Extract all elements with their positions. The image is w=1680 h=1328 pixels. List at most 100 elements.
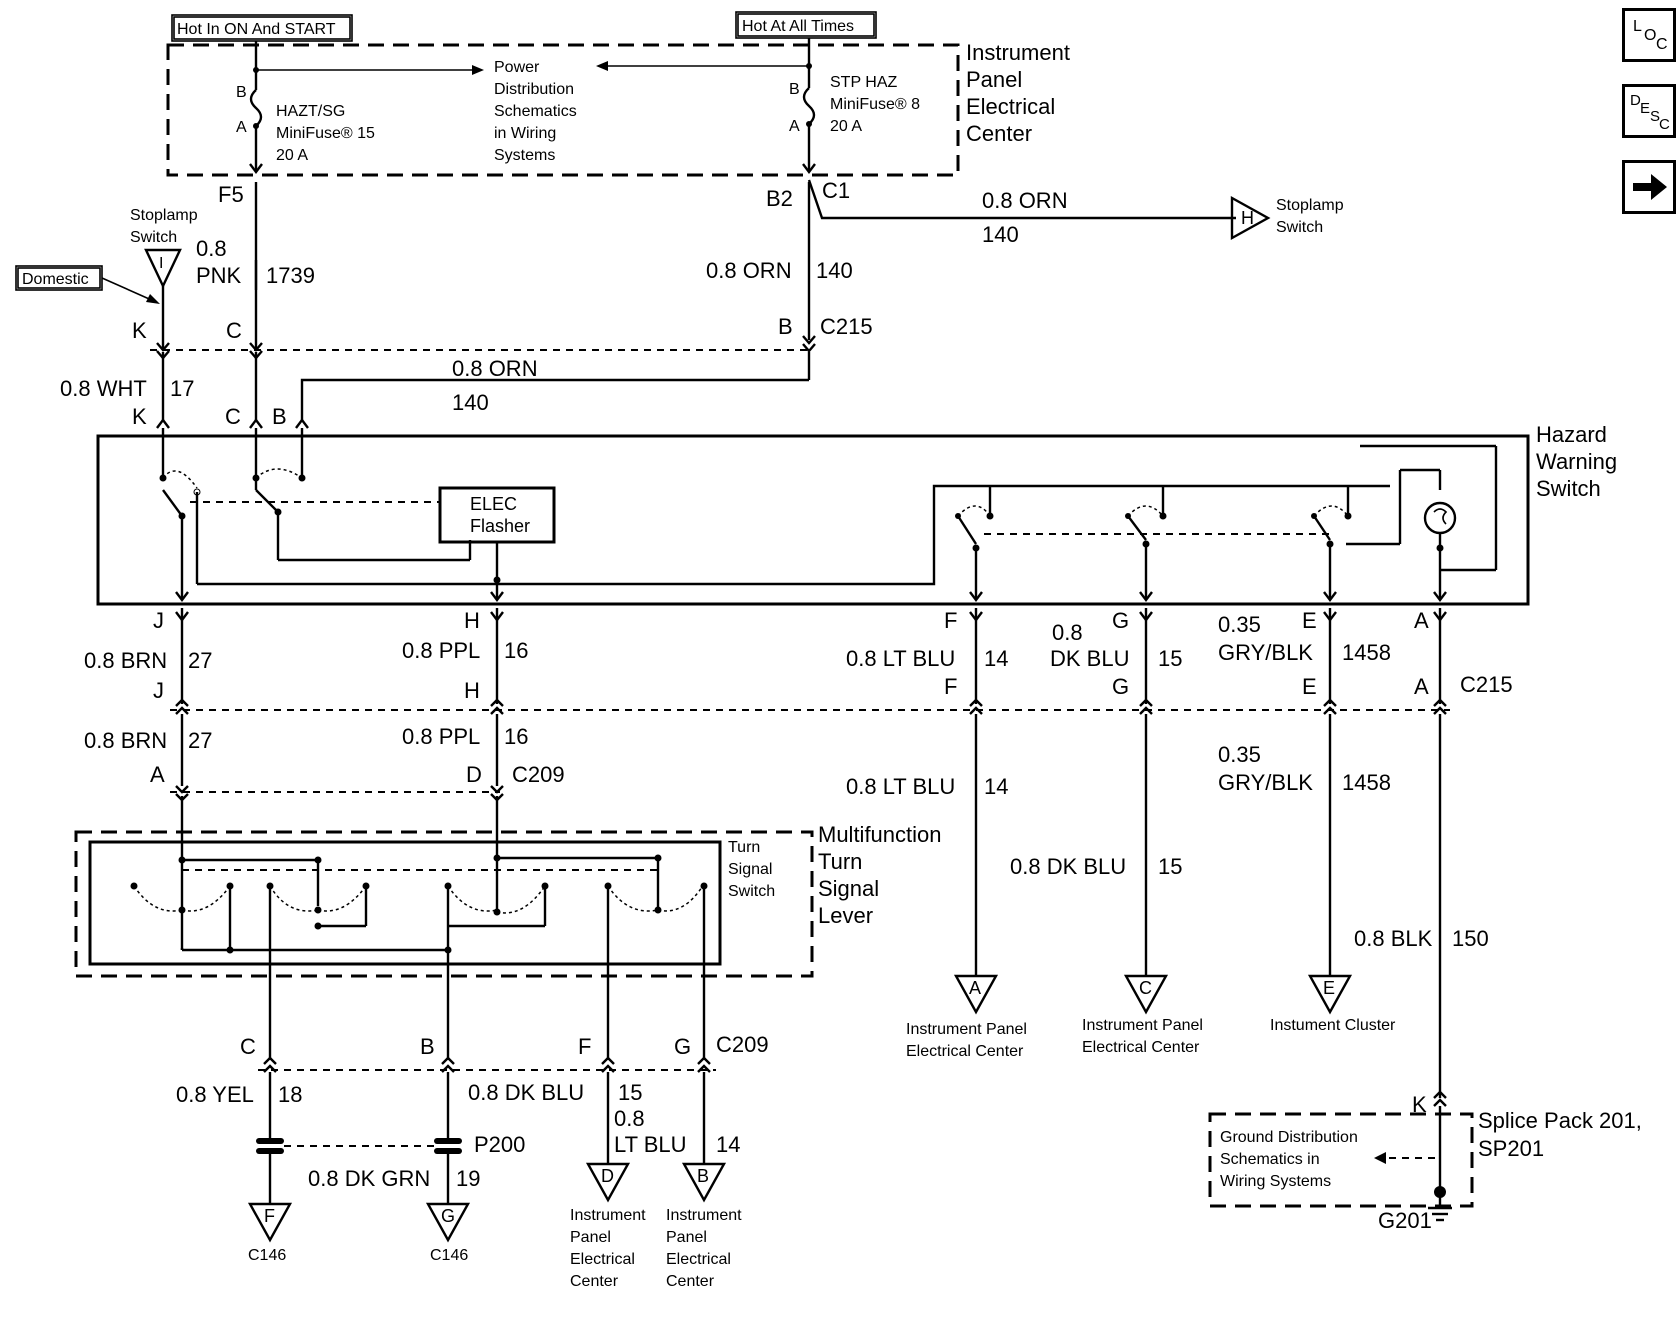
svg-text:Switch: Switch xyxy=(728,883,775,900)
pin-c1: C1 xyxy=(822,178,850,203)
svg-text:G: G xyxy=(441,1206,455,1226)
svg-text:Systems: Systems xyxy=(494,147,555,164)
svg-text:C209: C209 xyxy=(512,762,565,787)
svg-text:Splice Pack 201,: Splice Pack 201, xyxy=(1478,1108,1642,1133)
svg-text:0.8 LT BLU: 0.8 LT BLU xyxy=(846,646,955,671)
svg-text:MiniFuse® 15: MiniFuse® 15 xyxy=(276,125,375,142)
svg-text:0.8 BLK: 0.8 BLK xyxy=(1354,926,1433,951)
hazard-switch-title: Hazard Warning Switch xyxy=(1536,422,1617,501)
svg-text:Electrical: Electrical xyxy=(570,1251,635,1268)
svg-text:Turn: Turn xyxy=(818,849,862,874)
pin-f5: F5 xyxy=(218,182,244,207)
connector-p200 xyxy=(256,1138,462,1154)
svg-text:Switch: Switch xyxy=(1276,219,1323,236)
desc-button[interactable]: D E S C xyxy=(1622,84,1676,138)
svg-text:Switch: Switch xyxy=(130,229,177,246)
turn-signal-internal xyxy=(130,848,708,1060)
svg-text:150: 150 xyxy=(1452,926,1489,951)
svg-text:I: I xyxy=(159,255,163,272)
svg-text:Center: Center xyxy=(966,121,1032,146)
svg-text:0.8 YEL: 0.8 YEL xyxy=(176,1082,254,1107)
svg-text:Electrical Center: Electrical Center xyxy=(906,1043,1024,1060)
svg-text:1458: 1458 xyxy=(1342,770,1391,795)
svg-text:G: G xyxy=(1112,608,1129,633)
ipec-title: Instrument Panel Electrical Center xyxy=(966,40,1070,146)
svg-text:0.8 ORN: 0.8 ORN xyxy=(982,188,1068,213)
svg-text:Domestic: Domestic xyxy=(22,271,89,288)
svg-text:140: 140 xyxy=(452,390,489,415)
svg-text:15: 15 xyxy=(1158,646,1182,671)
svg-text:1458: 1458 xyxy=(1342,640,1391,665)
svg-text:Signal: Signal xyxy=(818,876,879,901)
svg-text:O: O xyxy=(1644,27,1656,44)
svg-text:B: B xyxy=(778,314,793,339)
svg-text:DK BLU: DK BLU xyxy=(1050,646,1129,671)
svg-text:17: 17 xyxy=(170,376,194,401)
tag-hot-run-start: Hot In ON And START xyxy=(171,14,353,42)
svg-text:in Wiring: in Wiring xyxy=(494,125,556,142)
svg-text:0.8: 0.8 xyxy=(614,1106,645,1131)
fuse-stp-haz: B A STP HAZ MiniFuse® 8 20 A xyxy=(789,38,920,174)
loc-icon: L O C xyxy=(1633,18,1668,53)
svg-text:B: B xyxy=(789,81,800,98)
svg-text:Switch: Switch xyxy=(1536,476,1601,501)
svg-text:Panel: Panel xyxy=(666,1229,707,1246)
svg-text:C: C xyxy=(240,1034,256,1059)
svg-text:A: A xyxy=(1414,608,1429,633)
svg-text:A: A xyxy=(236,119,247,136)
svg-text:140: 140 xyxy=(816,258,853,283)
svg-text:G: G xyxy=(1112,674,1129,699)
svg-text:Hot In ON And START: Hot In ON And START xyxy=(177,21,336,38)
svg-text:Signal: Signal xyxy=(728,861,772,878)
svg-text:Distribution: Distribution xyxy=(494,81,574,98)
svg-text:Stoplamp: Stoplamp xyxy=(1276,197,1344,214)
svg-text:SP201: SP201 xyxy=(1478,1136,1544,1161)
svg-text:27: 27 xyxy=(188,648,212,673)
svg-text:14: 14 xyxy=(984,774,1008,799)
svg-text:Ground Distribution: Ground Distribution xyxy=(1220,1129,1358,1146)
loc-button[interactable]: L O C xyxy=(1622,8,1676,62)
svg-text:0.8 DK BLU: 0.8 DK BLU xyxy=(468,1080,584,1105)
svg-text:0.8: 0.8 xyxy=(196,236,227,261)
svg-text:F: F xyxy=(578,1034,591,1059)
svg-text:P200: P200 xyxy=(474,1132,525,1157)
svg-text:Center: Center xyxy=(570,1273,619,1290)
svg-text:0.8 ORN: 0.8 ORN xyxy=(452,356,538,381)
svg-text:Hazard: Hazard xyxy=(1536,422,1607,447)
svg-text:Warning: Warning xyxy=(1536,449,1617,474)
ipec-fuse-box xyxy=(166,43,960,177)
dest-ipec-b: B Instrument Panel Electrical Center xyxy=(666,1162,742,1290)
svg-text:0.8 DK BLU: 0.8 DK BLU xyxy=(1010,854,1126,879)
svg-text:Panel: Panel xyxy=(966,67,1022,92)
lower-wire-labels: C B F G C209 0.8 YEL 18 0.8 DK BLU 15 0.… xyxy=(176,1032,769,1191)
svg-text:Instument Cluster: Instument Cluster xyxy=(1270,1017,1396,1034)
svg-text:D: D xyxy=(1630,92,1641,109)
turn-signal-switch-label: Turn Signal Switch xyxy=(728,839,775,900)
multifunction-title: Multifunction Turn Signal Lever xyxy=(818,822,942,928)
svg-text:F: F xyxy=(944,608,957,633)
svg-text:14: 14 xyxy=(984,646,1008,671)
svg-text:0.8 DK GRN: 0.8 DK GRN xyxy=(308,1166,430,1191)
svg-text:Instrument Panel: Instrument Panel xyxy=(1082,1017,1203,1034)
svg-text:Schematics in: Schematics in xyxy=(1220,1151,1320,1168)
svg-text:B: B xyxy=(697,1166,709,1186)
svg-text:C209: C209 xyxy=(716,1032,769,1057)
svg-text:140: 140 xyxy=(982,222,1019,247)
svg-text:19: 19 xyxy=(456,1166,480,1191)
svg-text:0.8 LT BLU: 0.8 LT BLU xyxy=(846,774,955,799)
svg-text:Instrument: Instrument xyxy=(570,1207,646,1224)
dest-ipec-c: C Instrument Panel Electrical Center xyxy=(1082,974,1203,1056)
mid-wire-labels: J H F G E A 0.8 BRN 27 0.8 PPL 16 0.8 LT… xyxy=(84,608,1513,951)
svg-text:E: E xyxy=(1302,674,1317,699)
wiring-diagram: Hot In ON And START Hot At All Times Ins… xyxy=(15,11,1642,1290)
svg-text:Instrument: Instrument xyxy=(966,40,1070,65)
svg-text:B: B xyxy=(420,1034,435,1059)
svg-text:E: E xyxy=(1302,608,1317,633)
svg-text:0.8: 0.8 xyxy=(1052,620,1083,645)
svg-text:D: D xyxy=(466,762,482,787)
next-arrow-button[interactable] xyxy=(1622,160,1676,214)
pin-b2: B2 xyxy=(766,186,793,211)
svg-text:C: C xyxy=(225,404,241,429)
fuse-hazt-sg: B A HAZT/SG MiniFuse® 15 20 A xyxy=(236,41,375,174)
svg-text:H: H xyxy=(464,678,480,703)
